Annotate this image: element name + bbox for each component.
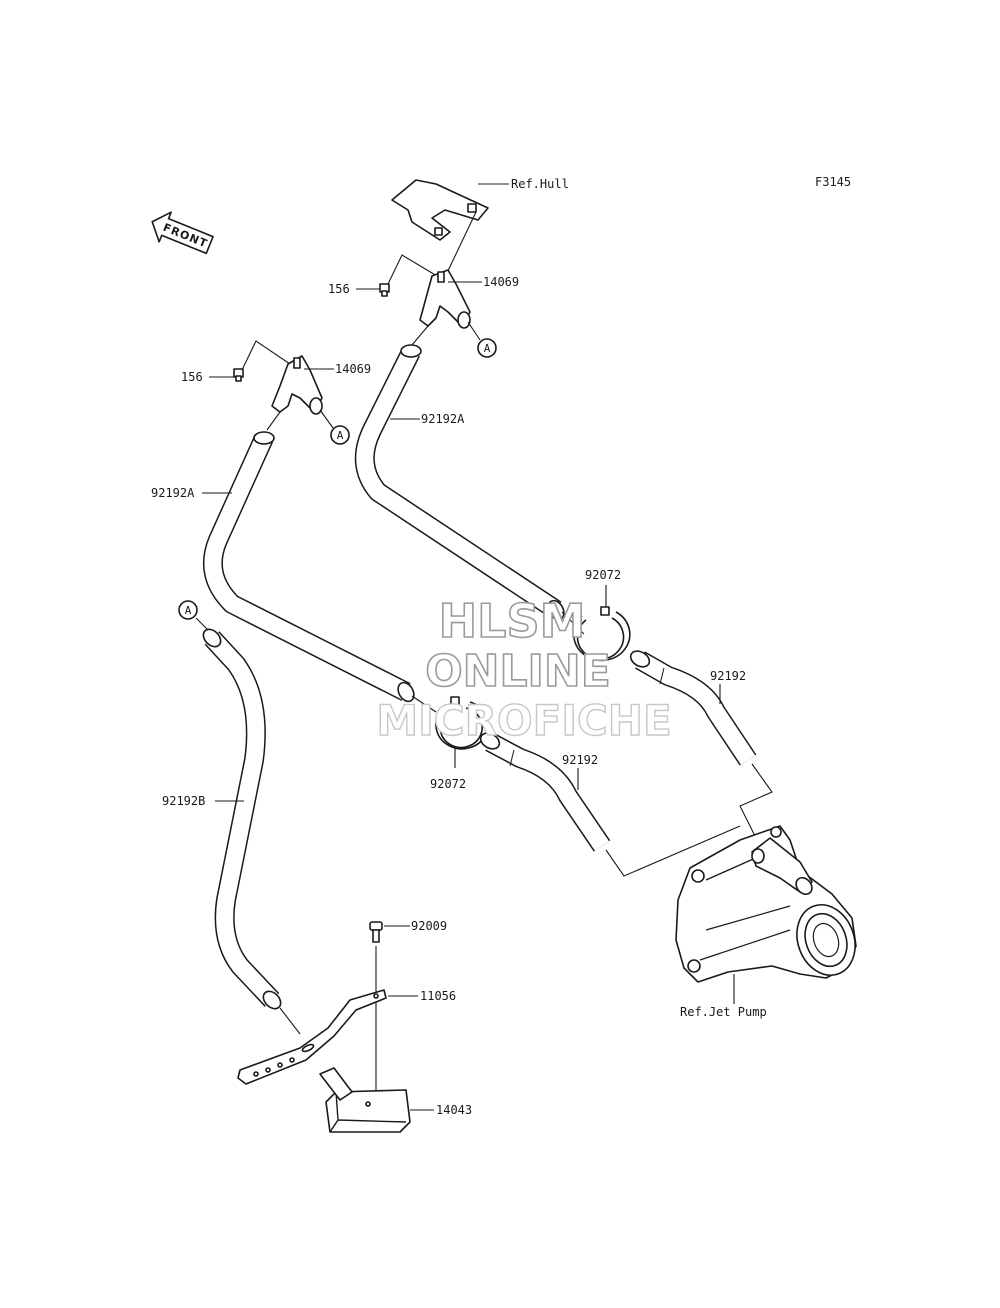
marker-upper [477, 338, 497, 358]
leader-hose-to-clamp-lower [411, 695, 437, 713]
label-ref-jet-pump: Ref.Jet Pump [680, 1005, 767, 1019]
watermark-line3: MICROFICHE [376, 696, 671, 745]
label-hose-long: 92192B [162, 794, 205, 808]
bolt-upper [379, 283, 390, 297]
hose-upper-92192a [354, 344, 565, 621]
svg-text:A: A [337, 429, 344, 442]
label-hose-short-left: 92192 [562, 753, 598, 767]
jet-pump [675, 825, 857, 983]
label-hose-short-right: 92192 [710, 669, 746, 683]
marker-lower [330, 425, 350, 445]
label-bolt-lower: 156 [181, 370, 203, 384]
leader-fitting-to-hose-upper [411, 325, 429, 346]
label-clamp-lower: 92072 [430, 777, 466, 791]
leader-hose-to-bracket [279, 1007, 301, 1035]
label-fitting-lower: 14069 [335, 362, 371, 376]
front-arrow-icon: FRONT [151, 211, 214, 255]
leader-fitting-to-hose-lower [266, 411, 281, 431]
svg-text:A: A [484, 342, 491, 355]
bolt-lower [233, 368, 244, 382]
label-fitting-upper: 14069 [483, 275, 519, 289]
watermark-line1: HLSM [439, 594, 586, 648]
leader-left-hose-to-pump [605, 825, 741, 877]
filter [319, 1067, 411, 1133]
leader-right-hose-to-pump [739, 763, 773, 847]
leader-hose-to-clamp-upper [561, 611, 585, 635]
svg-text:A: A [185, 604, 192, 617]
hose-long-92192b [202, 628, 282, 1010]
leader-hull-to-fitting [445, 211, 477, 276]
figure-code: F3145 [815, 175, 851, 189]
watermark-line2: ONLINE [425, 646, 611, 697]
fitting-lower [271, 355, 323, 415]
label-screw: 92009 [411, 919, 447, 933]
leader-marker-upper [467, 321, 481, 341]
leader-bolt-to-fitting-lower [241, 340, 291, 371]
label-filter: 14043 [436, 1103, 472, 1117]
hose-short-right-92192 [629, 650, 757, 766]
screw [369, 921, 383, 943]
leader-marker-lower [319, 409, 334, 429]
leader-bolt-to-fitting-upper [387, 254, 438, 285]
label-bolt-upper: 156 [328, 282, 350, 296]
clamp-upper [572, 606, 631, 662]
label-hose-lower: 92192A [151, 486, 195, 500]
label-bracket: 11056 [420, 989, 456, 1003]
label-hose-upper: 92192A [421, 412, 465, 426]
fitting-upper [419, 269, 471, 329]
hose-lower-92192a [202, 431, 415, 703]
label-ref-hull: Ref.Hull [511, 177, 569, 191]
clamp-lower [435, 696, 489, 750]
hull-bracket [391, 179, 489, 241]
marker-hose-start [178, 600, 198, 620]
hose-short-left-92192 [479, 732, 611, 852]
bracket [237, 989, 387, 1085]
label-clamp-upper: 92072 [585, 568, 621, 582]
